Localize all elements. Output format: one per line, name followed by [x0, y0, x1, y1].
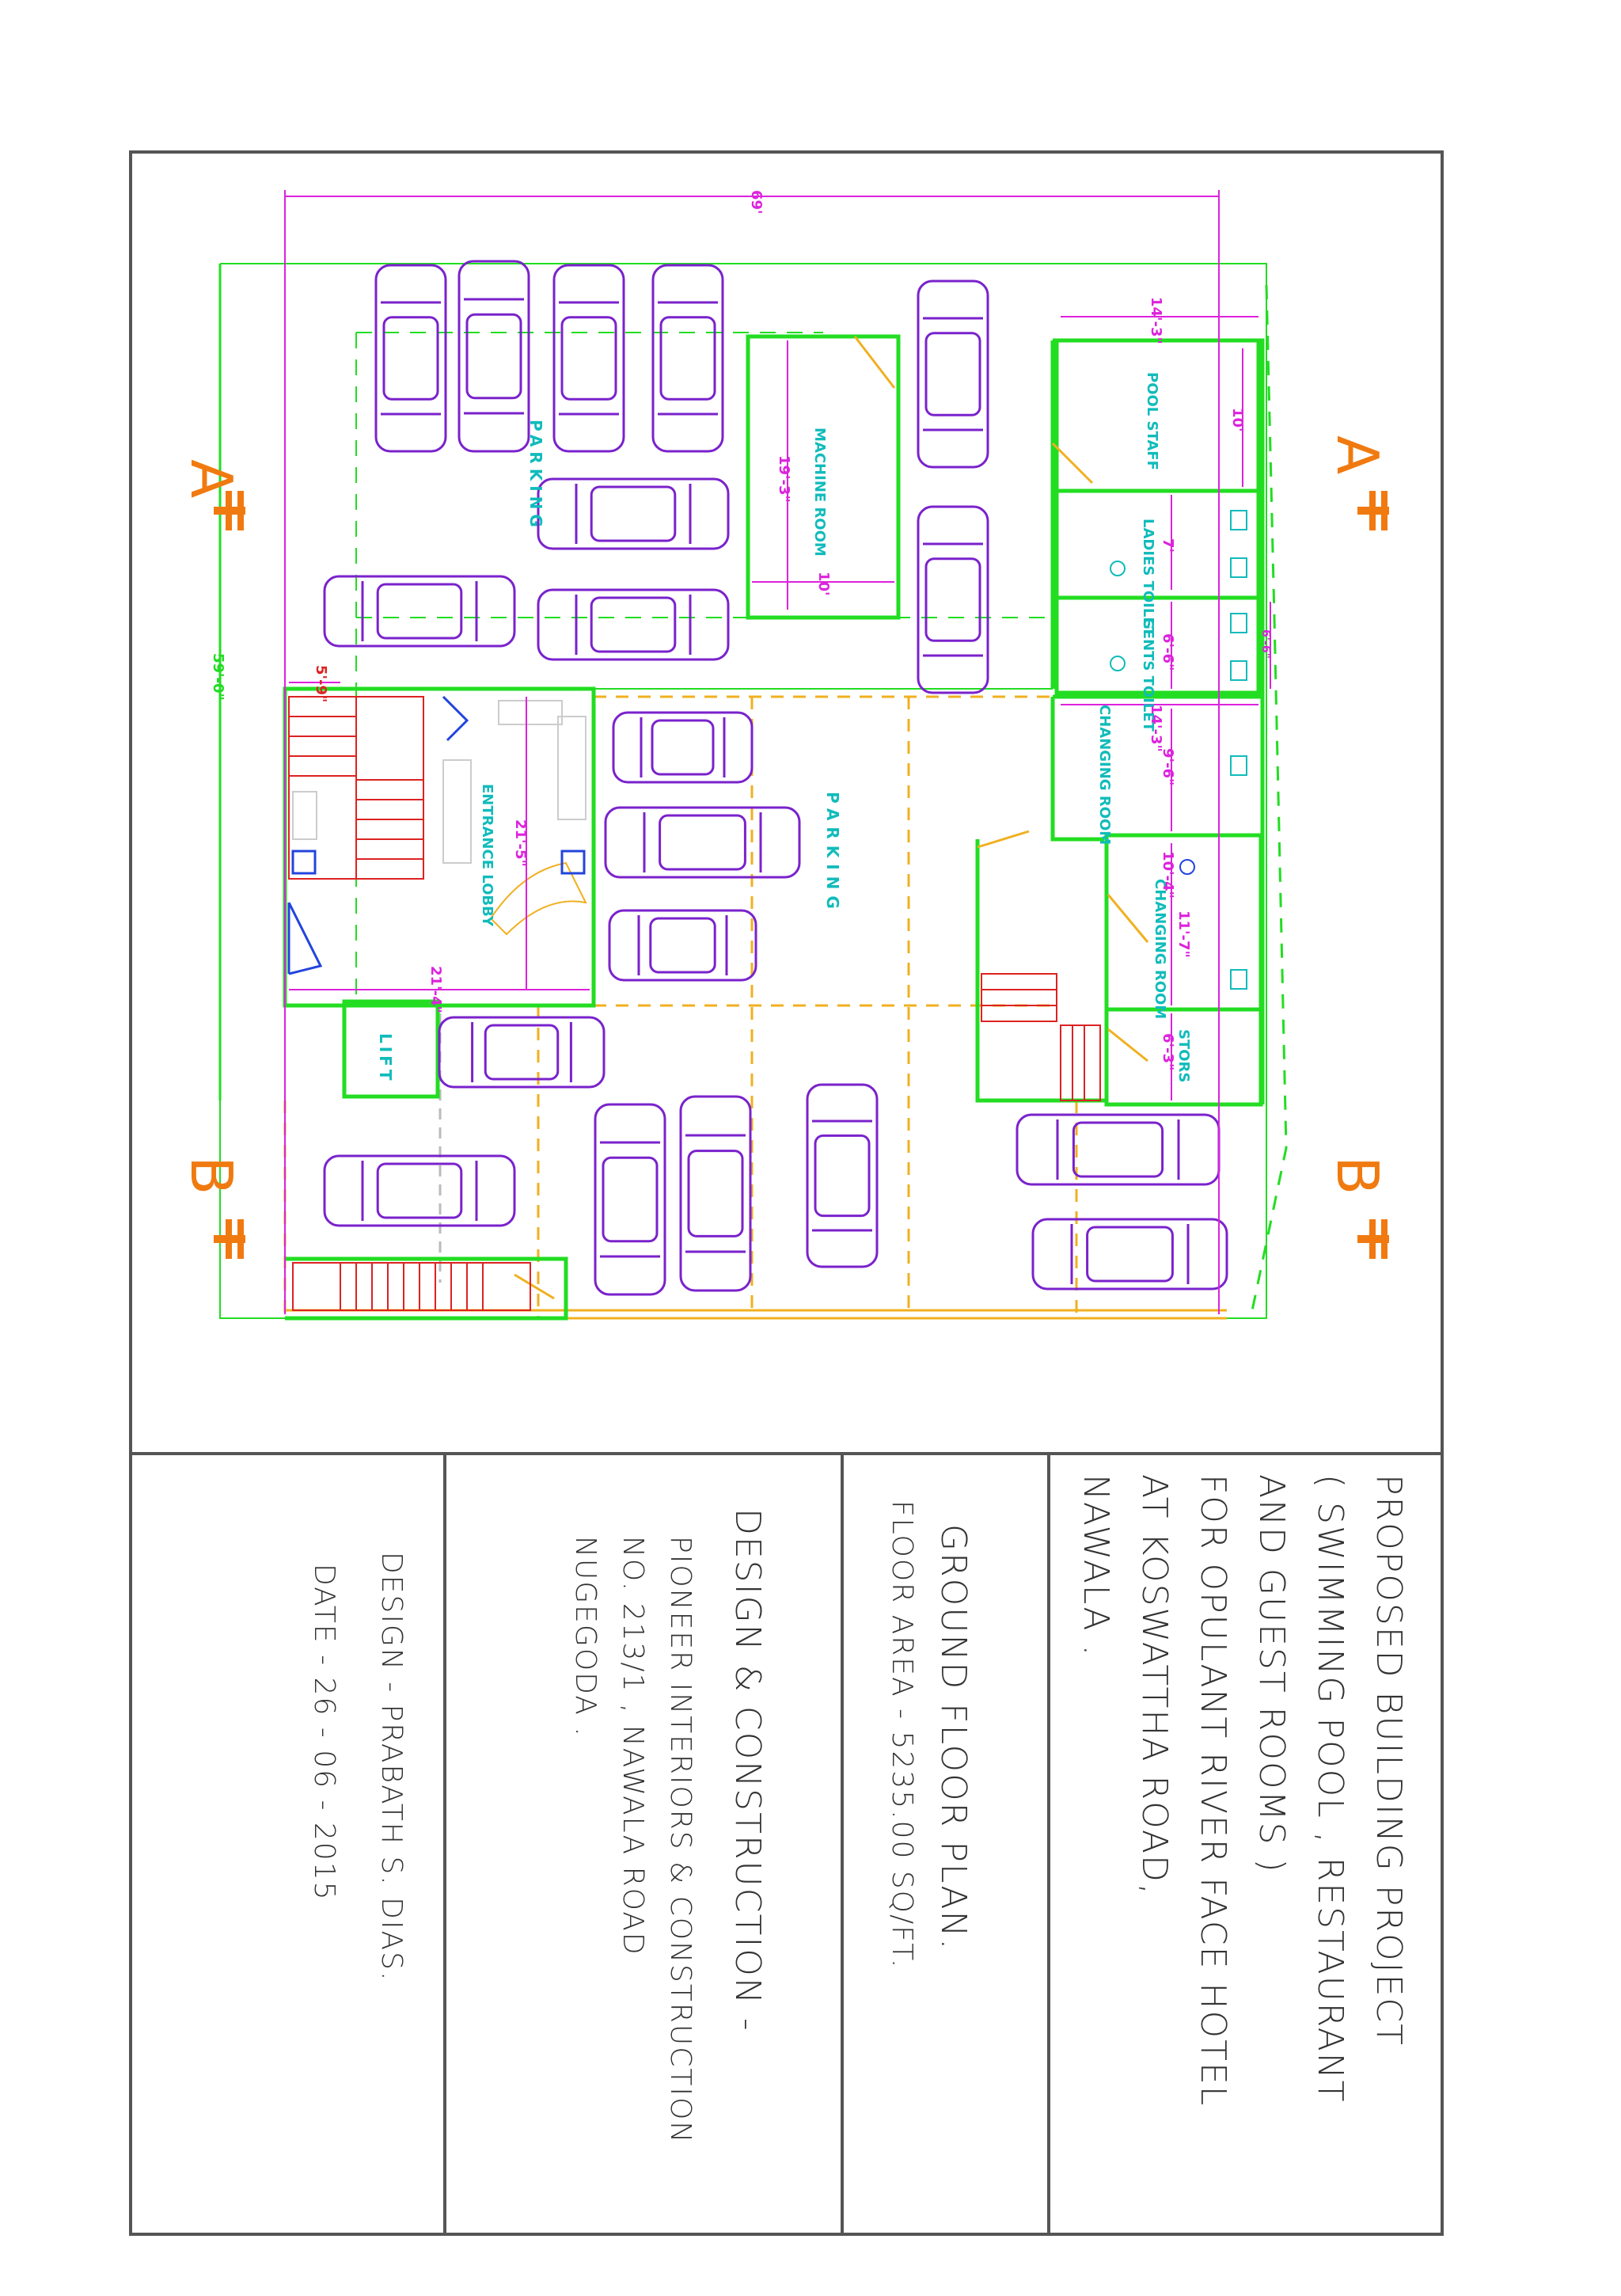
- svg-text:B: B: [178, 1156, 245, 1195]
- parked-car: [323, 575, 516, 648]
- dim-stors-w: 6'-3": [1160, 1033, 1176, 1070]
- gents-toilet-walls: [1054, 595, 1261, 695]
- section-mark-b-right: B: [1324, 1156, 1391, 1259]
- dim-changing-top: 14'-3": [1148, 705, 1164, 752]
- dim-stair-w: 5'-9": [313, 665, 329, 702]
- dim-overall-width: 69': [748, 190, 765, 215]
- parked-car: [537, 477, 730, 550]
- parked-car: [552, 264, 625, 453]
- dim-ladies-w: 7': [1160, 538, 1176, 553]
- label-pool-staff: POOL STAFF: [1144, 372, 1160, 470]
- dim-changing-2a: 10'-4": [1160, 851, 1176, 899]
- dim-machine-len: 19'-3": [776, 455, 792, 503]
- parked-car: [612, 711, 754, 784]
- label-ladies-toilet: LADIES TOILET: [1140, 519, 1156, 637]
- parked-car: [1031, 1218, 1228, 1291]
- parked-car: [806, 1083, 879, 1268]
- svg-text:B: B: [1324, 1156, 1391, 1195]
- parked-car: [374, 264, 447, 453]
- machine-room-walls: [746, 334, 901, 620]
- project-title-line: AND GUEST ROOMS ): [1251, 1474, 1292, 1874]
- dim-lobby-len: 21'-5": [512, 819, 529, 867]
- building-walls: [283, 334, 1265, 1321]
- design-by: DESIGN - PRABATH S. DIAS.: [375, 1552, 408, 1982]
- parked-car: [594, 1103, 666, 1296]
- dim-machine-w: 10': [815, 572, 832, 596]
- dim-changing-1: 9'-6": [1160, 748, 1176, 785]
- sheet-frame: [129, 150, 1444, 2236]
- pool-side-stairs: [981, 973, 1101, 1101]
- svg-text:A: A: [1324, 435, 1391, 474]
- designer-line: NO. 213/1 , NAWALA ROAD: [617, 1536, 649, 1956]
- parked-car: [438, 1016, 606, 1089]
- sanitary-fixtures: [1110, 510, 1247, 990]
- designer-line: NUGEGODA .: [569, 1536, 602, 1738]
- dim-pool-staff-d: 10': [1229, 408, 1246, 432]
- designer-line: DESIGN & CONSTRUCTION -: [727, 1508, 768, 2032]
- parked-car: [651, 264, 724, 453]
- parked-car: [608, 909, 757, 982]
- project-title-line: FOR OPULANT RIVER FACE HOTEL: [1193, 1474, 1233, 2108]
- label-machine-room: MACHINE ROOM: [811, 428, 828, 557]
- label-lift: LIFT: [376, 1033, 395, 1084]
- front-steps: [292, 1262, 531, 1311]
- parked-car: [604, 806, 801, 879]
- label-entrance-lobby: ENTRANCE LOBBY: [479, 784, 495, 927]
- parked-car: [917, 279, 989, 469]
- lift-walls: [342, 999, 440, 1099]
- label-stors: STORS: [1175, 1029, 1192, 1082]
- project-title-line: AT KOSWATTHA ROAD,: [1134, 1474, 1175, 1896]
- door-swings: [489, 336, 1149, 1300]
- designer-line: PIONEER INTERIORS & CONSTRUCTION: [664, 1536, 697, 2145]
- label-changing-room-2: CHANGING ROOM: [1152, 879, 1168, 1019]
- label-gents-toilet: GENTS TOILET: [1140, 618, 1156, 732]
- stair-treads: [289, 716, 423, 860]
- parked-car: [457, 260, 530, 453]
- parked-car: [537, 588, 730, 661]
- car-layer: [323, 260, 1228, 1296]
- dim-toilet-side: 6'-6": [1259, 629, 1272, 659]
- project-title-line: PROPOSED BUILDING PROJECT: [1369, 1474, 1409, 2047]
- main-stair: [288, 696, 424, 880]
- label-changing-room-1: CHANGING ROOM: [1096, 705, 1113, 845]
- project-title-line: NAWALA .: [1076, 1474, 1116, 1658]
- parked-car: [679, 1095, 752, 1292]
- dim-lobby-w: 21'-4": [427, 966, 444, 1013]
- dim-changing-2b: 11'-7": [1175, 910, 1192, 958]
- plot-boundary-dashed: [1249, 284, 1288, 1319]
- svg-text:A: A: [178, 459, 245, 498]
- dim-gents-w: 6'-6": [1160, 633, 1176, 671]
- dimension-lines: [284, 190, 1271, 1314]
- label-parking-1: PARKING: [526, 420, 545, 532]
- dim-pool-staff-w: 14'-3": [1148, 297, 1164, 344]
- project-title-line: ( SWIMMING POOL , RESTAURANT: [1310, 1474, 1350, 2104]
- ladies-toilet-walls: [1054, 488, 1261, 600]
- drawing-date: DATE - 26 - 06 - 2015: [308, 1564, 340, 1902]
- parked-car: [323, 1154, 516, 1227]
- dim-overall-depth: 59'-0": [210, 653, 226, 701]
- section-mark-b-left: B: [178, 1156, 245, 1259]
- lobby-furniture: [292, 700, 587, 864]
- parked-car: [1015, 1113, 1220, 1186]
- parked-car: [917, 505, 989, 694]
- section-mark-a-right: A: [1324, 435, 1391, 530]
- label-parking-2: PARKING: [823, 792, 842, 915]
- floor-area: FLOOR AREA - 5235.00 SQ/FT.: [886, 1500, 918, 1970]
- plan-title: GROUND FLOOR PLAN.: [933, 1524, 974, 1952]
- stors-walls: [1104, 1007, 1263, 1107]
- lobby-doors: [287, 695, 586, 975]
- section-mark-a-left: A: [178, 459, 245, 530]
